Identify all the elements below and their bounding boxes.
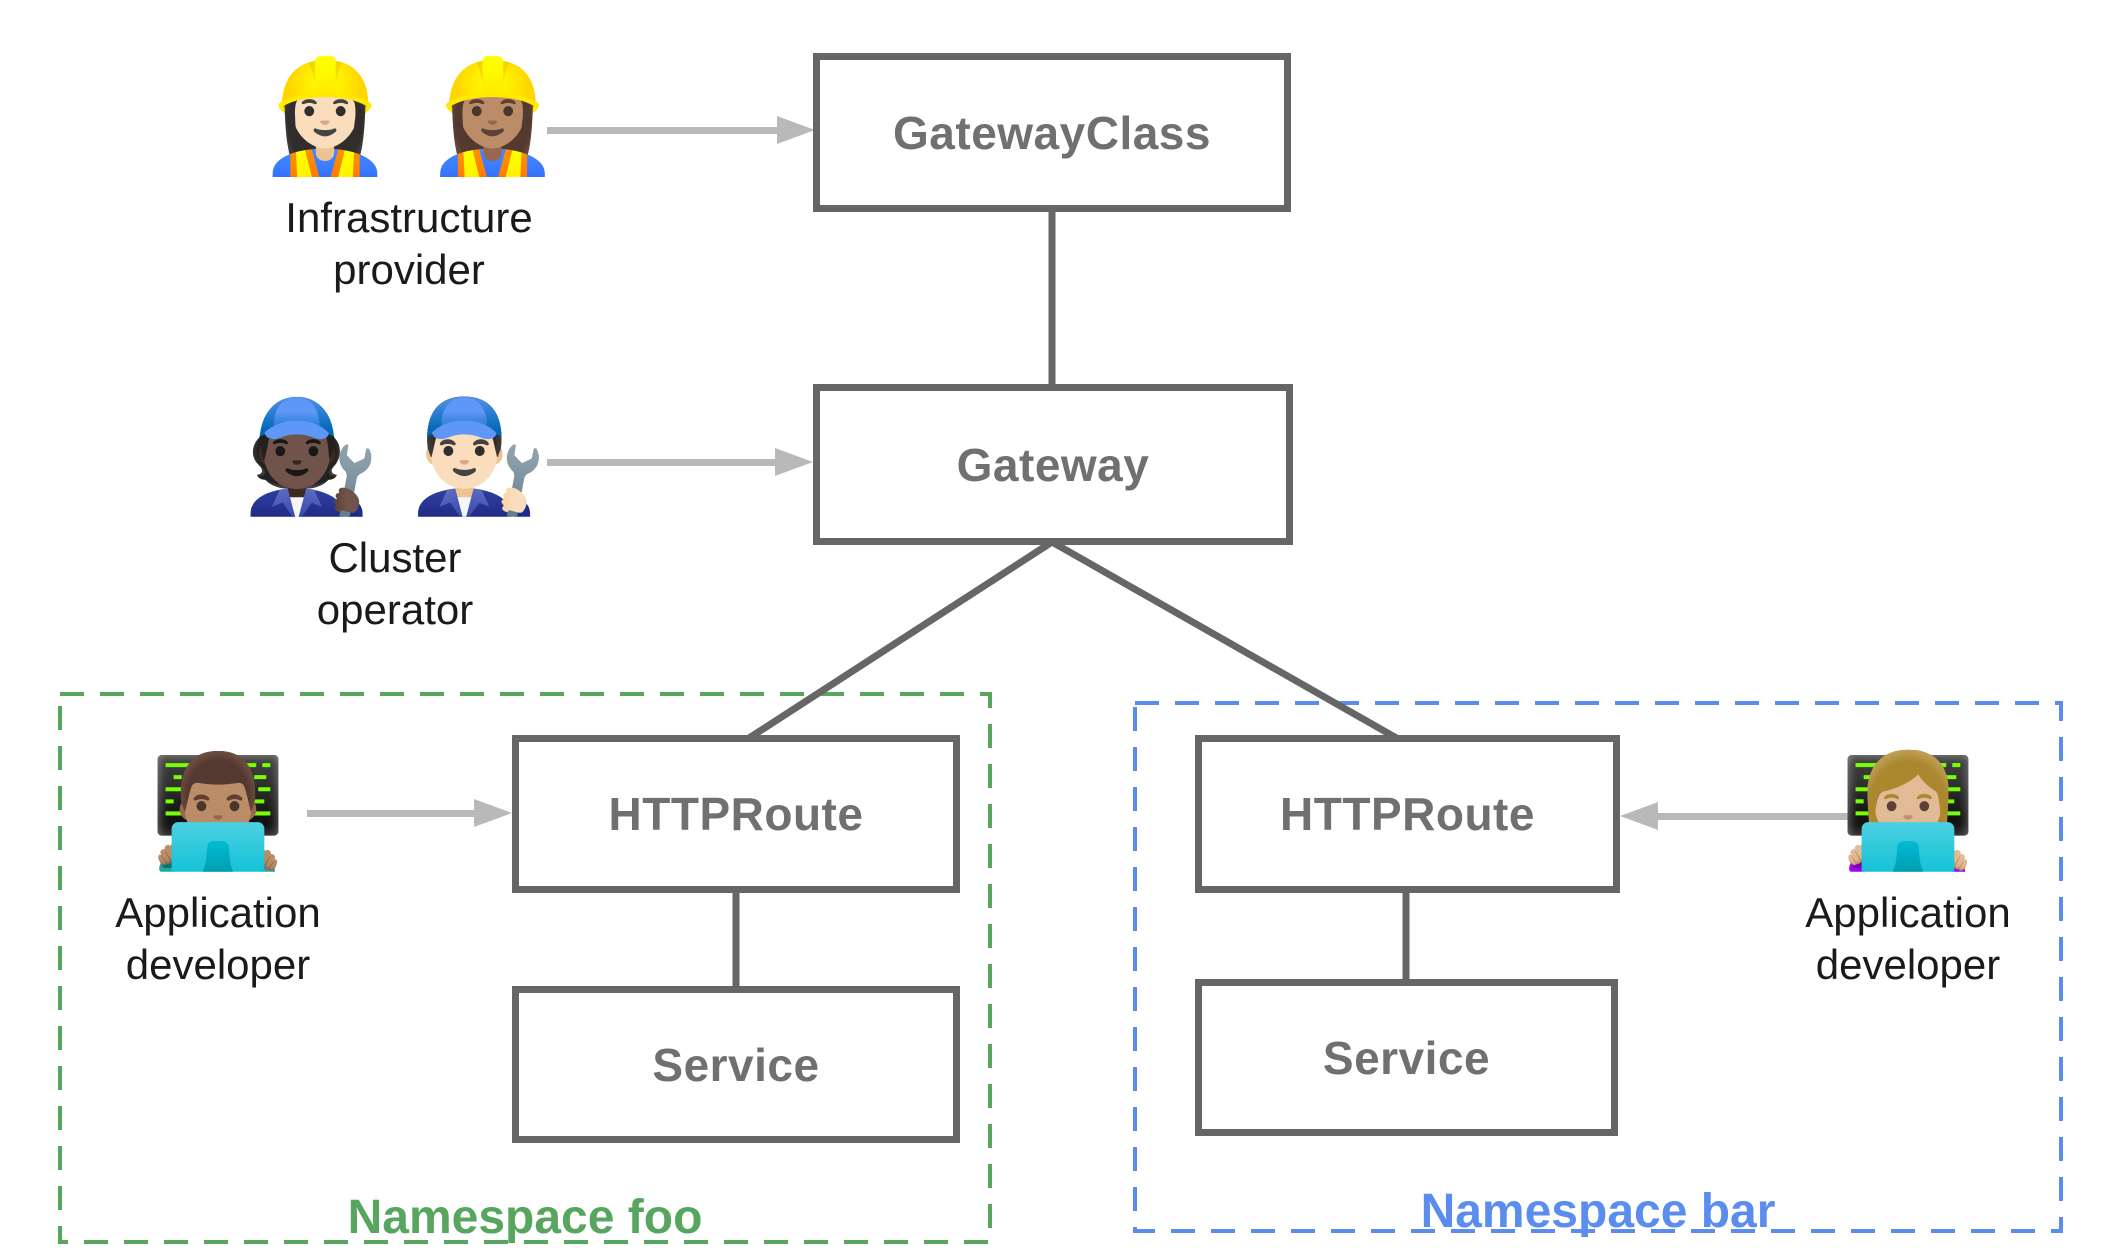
mechanics-emoji: 🧑🏿‍🔧 👨🏻‍🔧 [242, 395, 548, 518]
arrowhead-left-icon [1620, 802, 1658, 830]
namespace-foo-boundary [58, 692, 992, 1244]
arrow-appdev-to-httproute-bar [1620, 802, 1848, 830]
node-gateway-label: Gateway [956, 438, 1150, 491]
arrowhead-right-icon [474, 799, 512, 827]
woman-technologist-emoji: 👩🏼‍💻 [1839, 750, 1977, 873]
namespace-bar-boundary [1133, 701, 2063, 1233]
arrow-shaft [547, 127, 779, 134]
namespace-foo-label: Namespace foo [347, 1191, 703, 1244]
arrowhead-right-icon [777, 116, 815, 144]
persona-label-line: provider [333, 245, 485, 293]
edge-gateway-httproute-bar [1050, 538, 1402, 744]
persona-label-line: developer [1815, 940, 2001, 988]
man-technologist-emoji: 👨🏽‍💻 [149, 750, 287, 873]
persona-application-developer-bar: 👩🏼‍💻 Application developer [1698, 747, 2112, 991]
arrow-infra-to-gatewayclass [547, 116, 815, 144]
persona-label-line: operator [316, 585, 474, 633]
node-httproute-bar: HTTPRoute [1195, 735, 1620, 893]
node-gatewayclass: GatewayClass [813, 53, 1291, 212]
persona-label-line: developer [125, 940, 311, 988]
node-gatewayclass-label: GatewayClass [893, 106, 1211, 159]
persona-label-line: Infrastructure [285, 193, 533, 241]
node-service-foo: Service [512, 986, 960, 1143]
persona-application-developer-foo: 👨🏽‍💻 Application developer [8, 747, 428, 991]
node-service-bar: Service [1195, 979, 1618, 1136]
persona-cluster-operator: 🧑🏿‍🔧 👨🏻‍🔧 Cluster operator [105, 392, 685, 636]
arrow-cluster-to-gateway [547, 448, 813, 476]
node-service-bar-label: Service [1322, 1031, 1491, 1084]
persona-label-line: Cluster [328, 533, 462, 581]
arrow-shaft [307, 810, 476, 817]
arrow-appdev-to-httproute-foo [307, 799, 512, 827]
construction-workers-emoji: 👷🏻‍♀️ 👷🏽‍♀️ [256, 55, 562, 178]
namespace-bar-label: Namespace bar [1420, 1185, 1776, 1238]
persona-label-line: Application [115, 888, 321, 936]
node-httproute-foo: HTTPRoute [512, 735, 960, 893]
edge-gateway-httproute-foo [744, 539, 1054, 743]
arrowhead-right-icon [775, 448, 813, 476]
persona-label-line: Application [1805, 888, 2011, 936]
node-httproute-foo-label: HTTPRoute [608, 788, 864, 840]
arrow-shaft [547, 459, 777, 466]
persona-infrastructure-provider: 👷🏻‍♀️ 👷🏽‍♀️ Infrastructure provider [119, 52, 699, 296]
node-gateway: Gateway [813, 384, 1293, 545]
node-httproute-bar-label: HTTPRoute [1280, 788, 1535, 840]
node-service-foo-label: Service [652, 1038, 820, 1091]
arrow-shaft [1656, 813, 1848, 820]
